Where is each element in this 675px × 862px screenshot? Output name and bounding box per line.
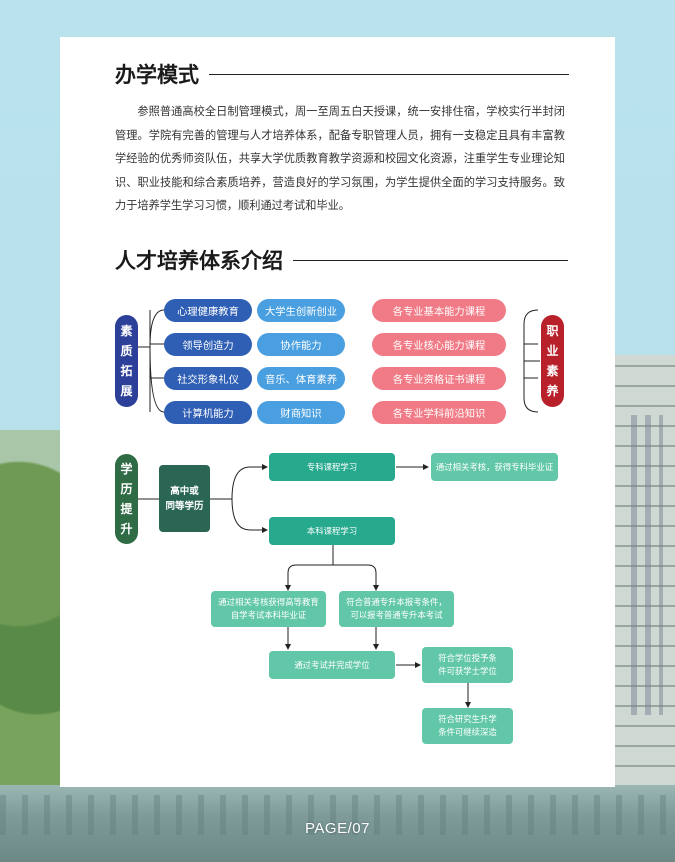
box-line: 同等学历	[165, 500, 204, 512]
career-item: 各专业资格证书课程	[372, 367, 506, 390]
degree-box: 符合学位授予条 件可获学士学位	[422, 647, 513, 683]
section-heading-mode: 办学模式	[115, 59, 569, 89]
section-title: 办学模式	[115, 63, 199, 87]
box-line: 自学考试本科毕业证	[230, 610, 307, 620]
career-item: 各专业基本能力课程	[372, 299, 506, 322]
graduate-box: 符合研究生升学 条件可继续深造	[422, 708, 513, 744]
zhuanke-result-box: 通过相关考核，获得专科毕业证	[431, 453, 558, 481]
pass-exam-box: 通过考试并完成学位	[269, 651, 395, 679]
label-char: 素	[120, 324, 133, 338]
section-heading-training: 人才培养体系介绍	[115, 245, 568, 275]
section-title: 人才培养体系介绍	[115, 249, 283, 273]
heading-rule	[209, 73, 569, 75]
box-line: 通过相关考核获得高等教育	[218, 597, 319, 607]
diagram-connectors	[138, 309, 540, 708]
box-line: 件可获学士学位	[438, 666, 497, 676]
heading-rule	[293, 259, 568, 261]
background-trees	[0, 430, 62, 810]
background-ground	[0, 785, 675, 862]
label-char: 展	[120, 384, 133, 398]
label-char: 拓	[120, 364, 133, 378]
quality-item: 心理健康教育	[164, 299, 252, 322]
label-char: 养	[546, 384, 559, 398]
quality-item: 协作能力	[257, 333, 345, 356]
label-char: 质	[120, 344, 133, 358]
box-line: 符合研究生升学	[438, 714, 497, 724]
career-item: 各专业学科前沿知识	[372, 401, 506, 424]
label-char: 历	[120, 482, 133, 496]
box-line: 符合普通专升本报考条件，	[346, 597, 447, 607]
quality-item: 音乐、体育素养	[257, 367, 345, 390]
quality-item: 社交形象礼仪	[164, 367, 252, 390]
career-label: 职 业 素 养	[541, 315, 564, 407]
education-label: 学 历 提 升	[115, 454, 138, 544]
background-building	[611, 355, 675, 805]
quality-item: 财商知识	[257, 401, 345, 424]
box-line: 高中或	[170, 485, 199, 497]
page-number: PAGE/07	[305, 820, 370, 837]
quality-item: 领导创造力	[164, 333, 252, 356]
box-line: 可以报考普通专升本考试	[350, 610, 443, 620]
benke-box: 本科课程学习	[269, 517, 395, 545]
upgrade-box: 符合普通专升本报考条件， 可以报考普通专升本考试	[339, 591, 454, 627]
label-char: 素	[546, 364, 559, 378]
career-item: 各专业核心能力课程	[372, 333, 506, 356]
quality-item: 大学生创新创业	[257, 299, 345, 322]
label-char: 升	[120, 522, 133, 536]
start-box: 高中或 同等学历	[159, 465, 210, 532]
self-exam-box: 通过相关考核获得高等教育 自学考试本科毕业证	[211, 591, 326, 627]
label-char: 业	[546, 344, 559, 358]
quality-label: 素 质 拓 展	[115, 315, 138, 407]
label-char: 学	[120, 462, 133, 476]
quality-item: 计算机能力	[164, 401, 252, 424]
section-paragraph: 参照普通高校全日制管理模式，周一至周五白天授课，统一安排住宿，学校实行半封闭管理…	[115, 105, 565, 212]
zhuanke-box: 专科课程学习	[269, 453, 395, 481]
label-char: 提	[120, 502, 133, 516]
content-panel: 办学模式 参照普通高校全日制管理模式，周一至周五白天授课，统一安排住宿，学校实行…	[60, 37, 615, 787]
label-char: 职	[546, 324, 559, 338]
box-line: 符合学位授予条	[438, 653, 497, 663]
box-line: 条件可继续深造	[438, 727, 497, 737]
